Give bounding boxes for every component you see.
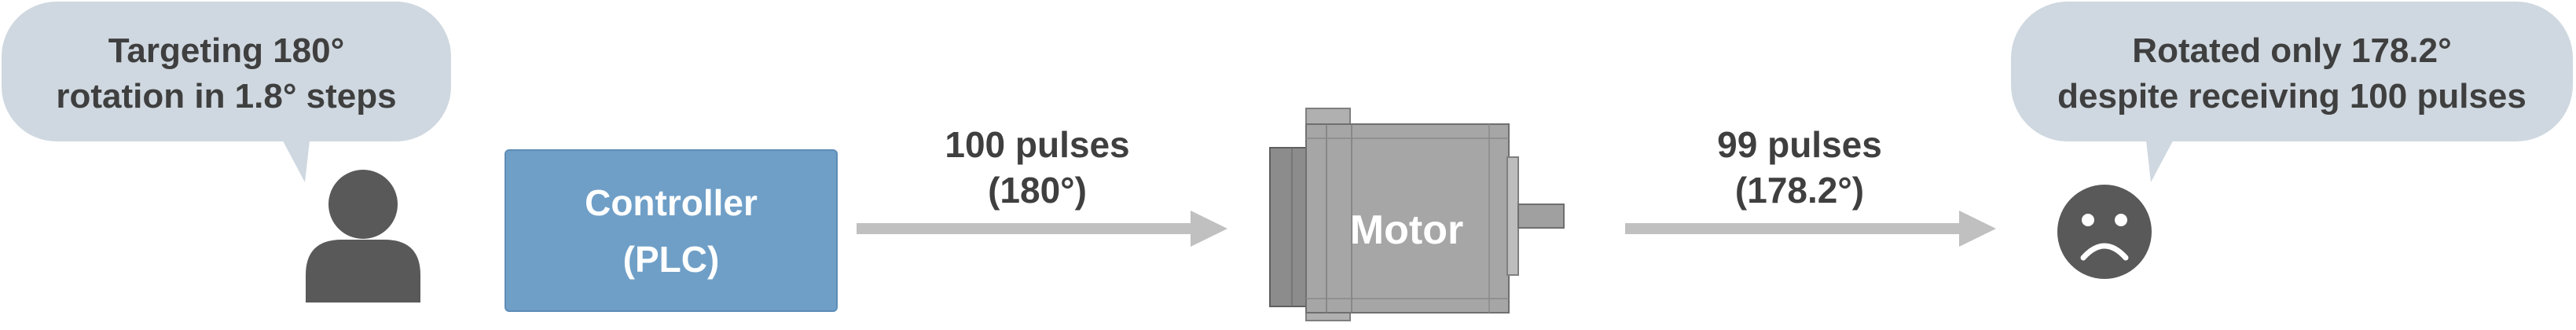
controller-sublabel: (PLC): [622, 238, 720, 280]
user-icon: [306, 170, 420, 302]
result-speech-bubble: [2011, 2, 2573, 182]
controller-box: Controller (PLC): [505, 149, 838, 312]
motor-drawing: [1269, 108, 1565, 321]
pulse-arrow-1: [857, 211, 1227, 247]
pulse-arrow-2: [1625, 211, 1996, 247]
result-bubble-text: Rotated only 178.2° despite receiving 10…: [2011, 19, 2573, 129]
user-speech-bubble: [2, 2, 451, 182]
arrow2-label-line1: 99 pulses: [1717, 124, 1882, 165]
result-bubble-line2: despite receiving 100 pulses: [2057, 77, 2526, 116]
sad-face-icon: [2057, 185, 2152, 279]
arrow2-label-line2: (178.2°): [1734, 170, 1865, 211]
user-bubble-line1: Targeting 180°: [108, 31, 345, 70]
motor-label: Motor: [1349, 207, 1464, 253]
controller-label: Controller: [585, 182, 758, 223]
user-bubble-line2: rotation in 1.8° steps: [56, 77, 397, 116]
arrow1-label-line1: 100 pulses: [945, 124, 1130, 165]
arrow1-label: 100 pulses (180°): [880, 122, 1194, 213]
arrow1-label-line2: (180°): [988, 170, 1087, 211]
user-bubble-text: Targeting 180° rotation in 1.8° steps: [2, 19, 451, 129]
arrow2-label: 99 pulses (178.2°): [1642, 122, 1957, 213]
result-bubble-line1: Rotated only 178.2°: [2132, 31, 2452, 70]
